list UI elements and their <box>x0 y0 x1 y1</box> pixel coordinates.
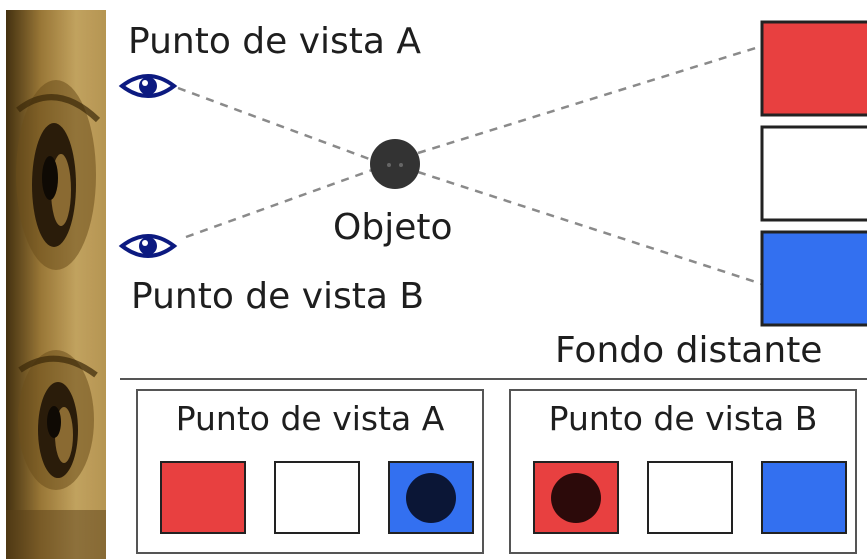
blue-swatch <box>761 461 847 534</box>
eye-icon <box>118 234 178 258</box>
panel-title: Punto de vista B <box>548 399 818 438</box>
sight-line-b-to-object <box>185 168 373 239</box>
sight-line-object-to-red <box>417 44 763 155</box>
background-blue-swatch <box>760 230 867 327</box>
blue-swatch <box>388 461 474 534</box>
background-white-swatch <box>760 125 867 222</box>
panel-title: Punto de vista A <box>175 399 445 438</box>
view-from-b-panel: Punto de vista B <box>509 389 857 554</box>
red-swatch <box>533 461 619 534</box>
object-occluder <box>406 472 456 523</box>
object-occluder <box>551 472 601 523</box>
viewpoint-b-label: Punto de vista B <box>131 276 425 317</box>
eye-icon <box>118 74 178 98</box>
painting-eyes-image <box>6 10 106 559</box>
background-label: Fondo distante <box>555 330 823 371</box>
view-from-a-panel: Punto de vista A <box>136 389 484 554</box>
background-red-swatch <box>760 20 867 117</box>
object-label: Objeto <box>333 207 453 248</box>
white-swatch <box>647 461 733 534</box>
viewpoint-a-label: Punto de vista A <box>128 21 422 62</box>
ball-icon <box>370 139 420 189</box>
red-swatch <box>160 461 246 534</box>
sight-line-a-to-object <box>177 86 373 162</box>
sight-line-object-to-blue <box>417 170 763 286</box>
white-swatch <box>274 461 360 534</box>
